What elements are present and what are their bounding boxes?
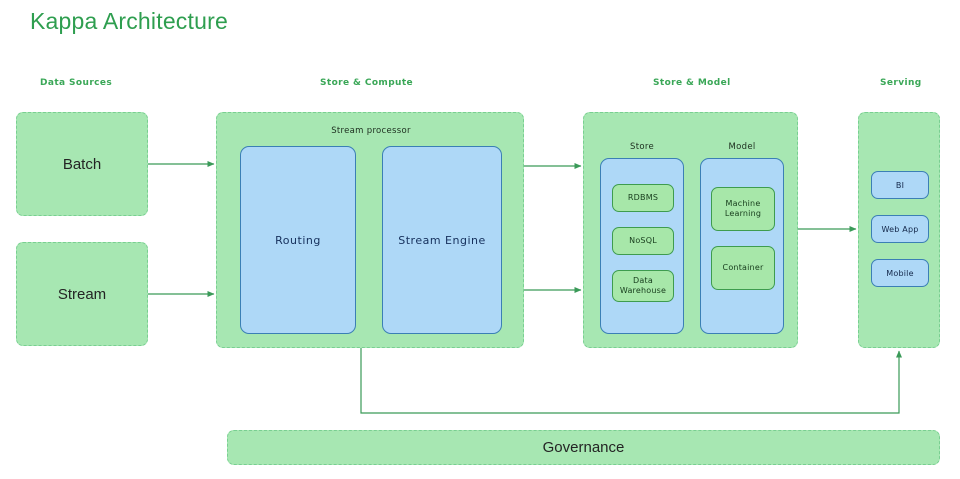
stream-processor-caption: Stream processor: [331, 126, 411, 136]
chip-data-warehouse[interactable]: Data Warehouse: [612, 270, 674, 302]
box-governance[interactable]: Governance: [227, 430, 940, 465]
box-governance-label: Governance: [542, 439, 625, 456]
container-serving[interactable]: BI Web App Mobile: [858, 112, 940, 348]
chip-container[interactable]: Container: [711, 246, 775, 290]
panel-model[interactable]: Machine Learning Container: [700, 158, 784, 334]
connector-stream-processor-to-serving-feedback: [360, 348, 902, 414]
box-batch[interactable]: Batch: [16, 112, 148, 216]
section-label-serving: Serving: [880, 78, 922, 88]
panel-store[interactable]: RDBMS NoSQL Data Warehouse: [600, 158, 684, 334]
chip-machine-learning[interactable]: Machine Learning: [711, 187, 775, 231]
section-label-data-sources: Data Sources: [40, 78, 113, 88]
container-stream-processor[interactable]: Stream processor Routing Stream Engine: [216, 112, 524, 348]
chip-mobile[interactable]: Mobile: [871, 259, 929, 287]
panel-routing-label: Routing: [275, 233, 321, 247]
page-title: Kappa Architecture: [30, 8, 228, 34]
box-stream[interactable]: Stream: [16, 242, 148, 346]
panel-routing[interactable]: Routing: [240, 146, 356, 334]
chip-web-app[interactable]: Web App: [871, 215, 929, 243]
panel-model-caption: Model: [728, 142, 756, 152]
box-batch-label: Batch: [62, 155, 102, 173]
container-store-model[interactable]: Store RDBMS NoSQL Data Warehouse Model M…: [583, 112, 798, 348]
chip-bi[interactable]: BI: [871, 171, 929, 199]
box-stream-label: Stream: [57, 285, 107, 303]
chip-rdbms[interactable]: RDBMS: [612, 184, 674, 212]
panel-stream-engine-label: Stream Engine: [398, 233, 486, 247]
section-label-store-compute: Store & Compute: [320, 78, 414, 88]
panel-stream-engine[interactable]: Stream Engine: [382, 146, 502, 334]
section-label-store-model: Store & Model: [653, 78, 731, 88]
chip-nosql[interactable]: NoSQL: [612, 227, 674, 255]
panel-store-caption: Store: [630, 142, 654, 152]
